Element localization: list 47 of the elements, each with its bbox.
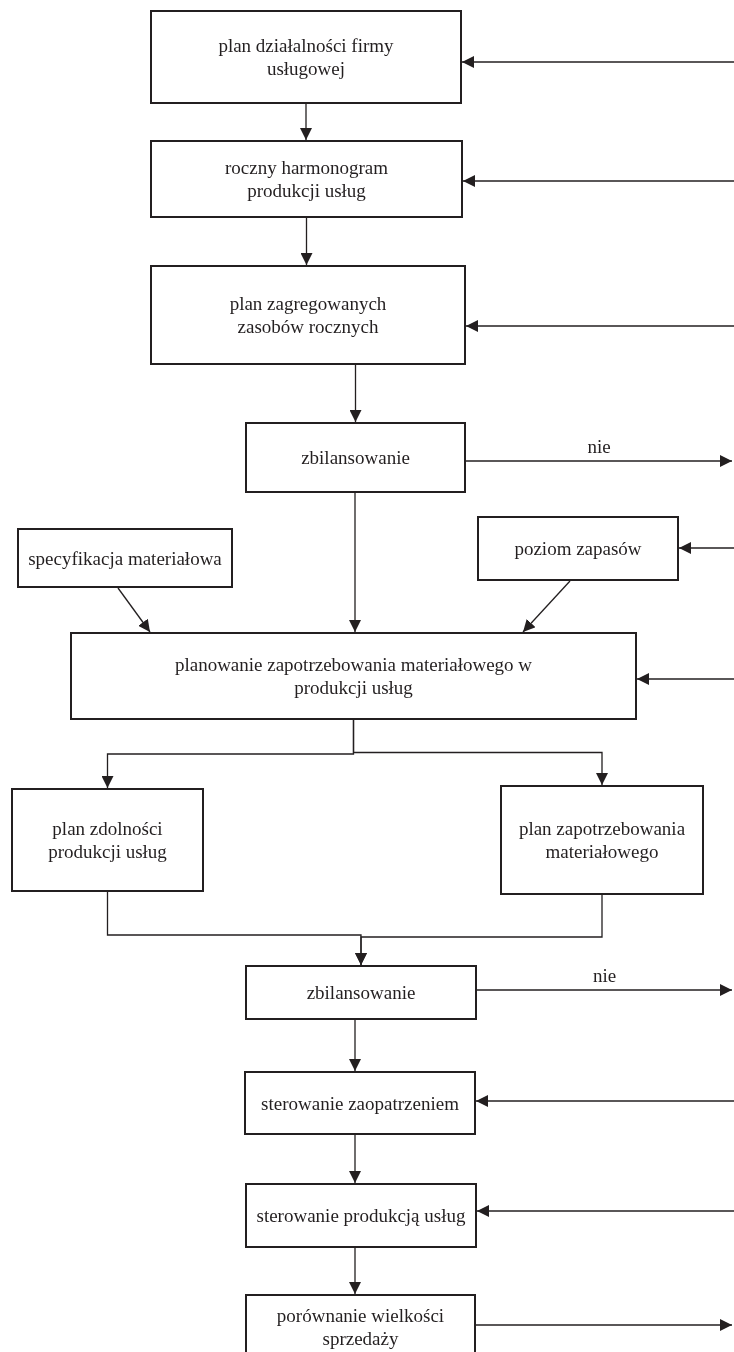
process-box <box>245 1294 476 1352</box>
process-box <box>245 1183 477 1248</box>
box-text: sterowanie zaopatrzeniem <box>260 1091 460 1115</box>
arrow <box>475 1095 734 1107</box>
process-box <box>17 528 233 588</box>
process-box <box>150 140 463 218</box>
arrow <box>462 175 734 187</box>
arrow <box>349 1247 361 1295</box>
box-text: zbilansowanie <box>305 981 417 1004</box>
arrow <box>349 492 361 633</box>
arrow <box>349 364 362 423</box>
process-box <box>245 422 466 493</box>
arrow <box>117 587 151 633</box>
box-text: planowanie zapotrzebowania materiałowego w produkcji usług <box>173 653 534 699</box>
arrow <box>349 1019 361 1072</box>
box-text: plan działalności firmy usługowej <box>217 34 395 80</box>
process-box <box>11 788 204 892</box>
arrow <box>352 719 608 786</box>
arrow <box>465 455 733 467</box>
process-box <box>244 1071 476 1135</box>
box-text: roczny harmonogram produkcji usług <box>224 156 389 202</box>
process-box <box>500 785 704 895</box>
box-text: sterowanie produkcją usług <box>255 1204 467 1227</box>
box-text: porównanie wielkości sprzedaży <box>275 1304 446 1350</box>
process-box <box>150 10 462 104</box>
box-text: poziom zapasów <box>513 537 643 560</box>
box-text: plan zdolności produkcji usług <box>47 817 168 863</box>
box-text: specyfikacja materiałowa <box>27 546 223 570</box>
box-text: plan zapotrzebowania materiałowego <box>517 817 687 863</box>
arrow <box>476 984 733 996</box>
arrow <box>300 217 313 266</box>
arrow <box>522 580 571 633</box>
process-box <box>150 265 466 365</box>
arrow <box>355 894 603 966</box>
arrow <box>300 103 312 141</box>
process-box <box>477 516 679 581</box>
arrow <box>461 56 734 68</box>
arrow <box>678 542 734 554</box>
arrow <box>476 1205 734 1217</box>
process-box <box>70 632 637 720</box>
box-text: plan zagregowanych zasobów rocznych <box>228 292 388 338</box>
box-text: zbilansowanie <box>300 446 411 469</box>
process-box <box>245 965 477 1020</box>
arrow <box>636 673 734 685</box>
arrow <box>349 1134 361 1184</box>
arrow <box>465 320 734 332</box>
arrow <box>475 1319 733 1331</box>
